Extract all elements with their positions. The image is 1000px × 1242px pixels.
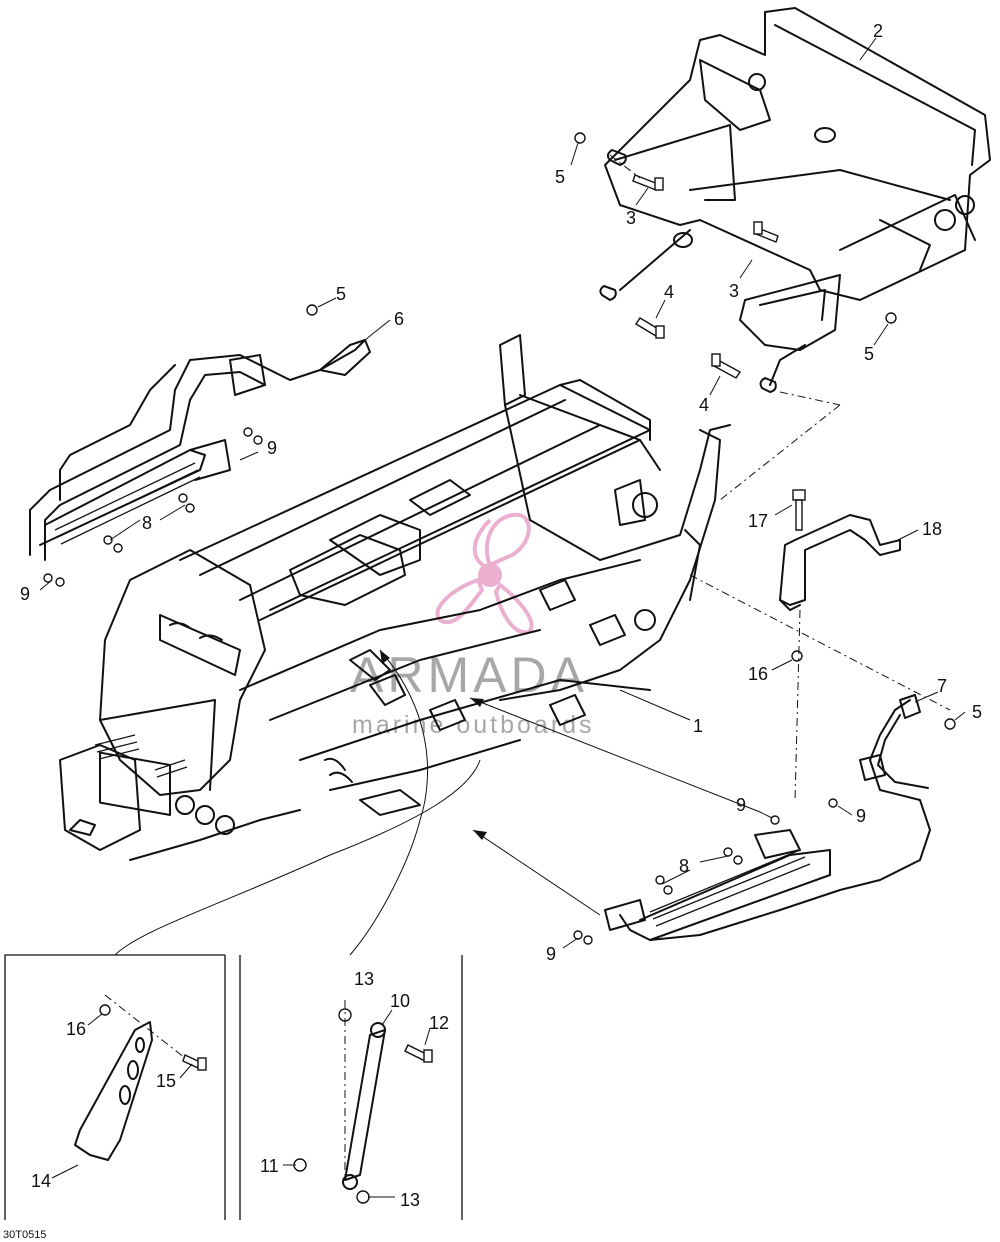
- callout-9: 9: [736, 795, 746, 815]
- callout-1: 1: [693, 716, 703, 736]
- callout-5: 5: [336, 284, 346, 304]
- callout-8: 8: [142, 513, 152, 533]
- leader-lines: [39, 37, 966, 1198]
- callout-3: 3: [626, 208, 636, 228]
- callout-3: 3: [729, 281, 739, 301]
- callout-16: 16: [66, 1019, 86, 1039]
- callout-17: 17: [748, 511, 768, 531]
- callout-6: 6: [394, 309, 404, 329]
- callout-11: 11: [260, 1156, 279, 1176]
- callout-15: 15: [156, 1071, 176, 1091]
- callout-5: 5: [555, 167, 565, 187]
- inset-panel-right: [239, 955, 463, 1220]
- callout-18: 18: [922, 519, 942, 539]
- callout-labels: 2 5 3 3 4 5 4 5 6 9 8 9 17 18 16 7 5 1 9…: [20, 21, 982, 1210]
- callout-9: 9: [546, 944, 556, 964]
- callout-14: 14: [31, 1171, 51, 1191]
- right-footrest: [604, 694, 931, 941]
- dash-dot-centerlines: [104, 154, 951, 1180]
- diagram-code: 30T0515: [3, 1229, 46, 1241]
- callout-13: 13: [354, 969, 374, 989]
- callout-10: 10: [390, 991, 410, 1011]
- watermark-title: ARMADA: [350, 647, 588, 703]
- callout-9: 9: [267, 438, 277, 458]
- callout-9: 9: [856, 806, 866, 826]
- callout-12: 12: [429, 1013, 449, 1033]
- inset-panel-left: [4, 954, 226, 1220]
- callout-5: 5: [864, 344, 874, 364]
- callout-4: 4: [699, 395, 709, 415]
- callout-7: 7: [937, 676, 947, 696]
- bracket-18: [779, 514, 901, 611]
- rear-subframe: [599, 7, 991, 393]
- callout-9: 9: [20, 584, 30, 604]
- callout-2: 2: [873, 21, 883, 41]
- watermark-subtitle: marine outboards: [352, 711, 595, 739]
- main-frame: [59, 334, 731, 861]
- callout-4: 4: [664, 282, 674, 302]
- hardware-fasteners: [43, 132, 956, 1204]
- watermark-logo: [435, 512, 534, 635]
- callout-5: 5: [972, 702, 982, 722]
- callout-13: 13: [400, 1190, 420, 1210]
- left-footrest: [29, 339, 371, 561]
- callout-8: 8: [679, 856, 689, 876]
- callout-16: 16: [748, 664, 768, 684]
